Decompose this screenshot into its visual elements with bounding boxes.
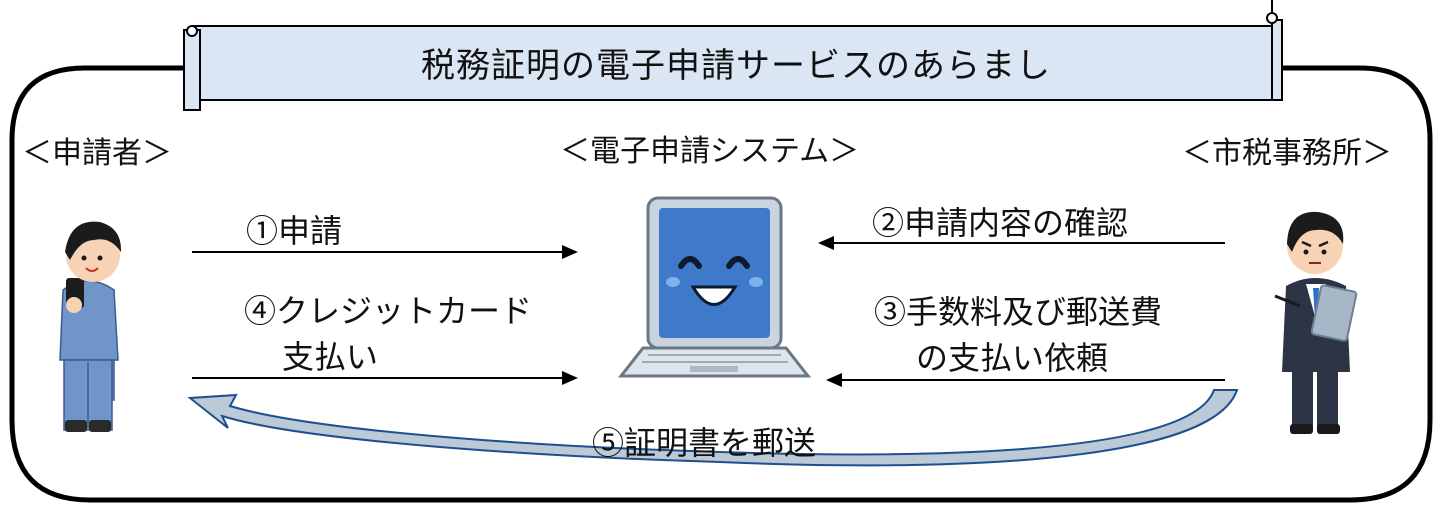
laptop-icon (617, 196, 812, 378)
banner-title: 税務証明の電子申請サービスのあらまし (421, 46, 1051, 86)
arrow-step2 (818, 236, 1225, 250)
title-scroll-banner (183, 0, 1283, 111)
applicant-figure (59, 221, 122, 432)
actor-label-applicant: ＜申請者＞ (22, 136, 172, 171)
step3-label-line1: ③手数料及び郵送費 (874, 293, 1163, 331)
curved-arrow-step5 (187, 389, 1239, 467)
actor-label-system: ＜電子申請システム＞ (560, 134, 860, 169)
arrow-step4 (192, 371, 578, 385)
step2-label: ②申請内容の確認 (872, 204, 1129, 242)
outer-frame (9, 65, 1433, 503)
step3-label-line2: の支払い依頼 (916, 339, 1109, 377)
arrow-step3 (826, 373, 1225, 387)
actor-label-office: ＜市税事務所＞ (1182, 136, 1392, 171)
step1-label: ①申請 (246, 212, 343, 250)
step5-label: ⑤証明書を郵送 (592, 424, 817, 462)
step4-label-line1: ④クレジットカード (244, 292, 533, 330)
arrow-step1 (192, 245, 578, 259)
office-worker-figure (1274, 211, 1358, 434)
step4-label-line2: 支払い (282, 338, 379, 376)
